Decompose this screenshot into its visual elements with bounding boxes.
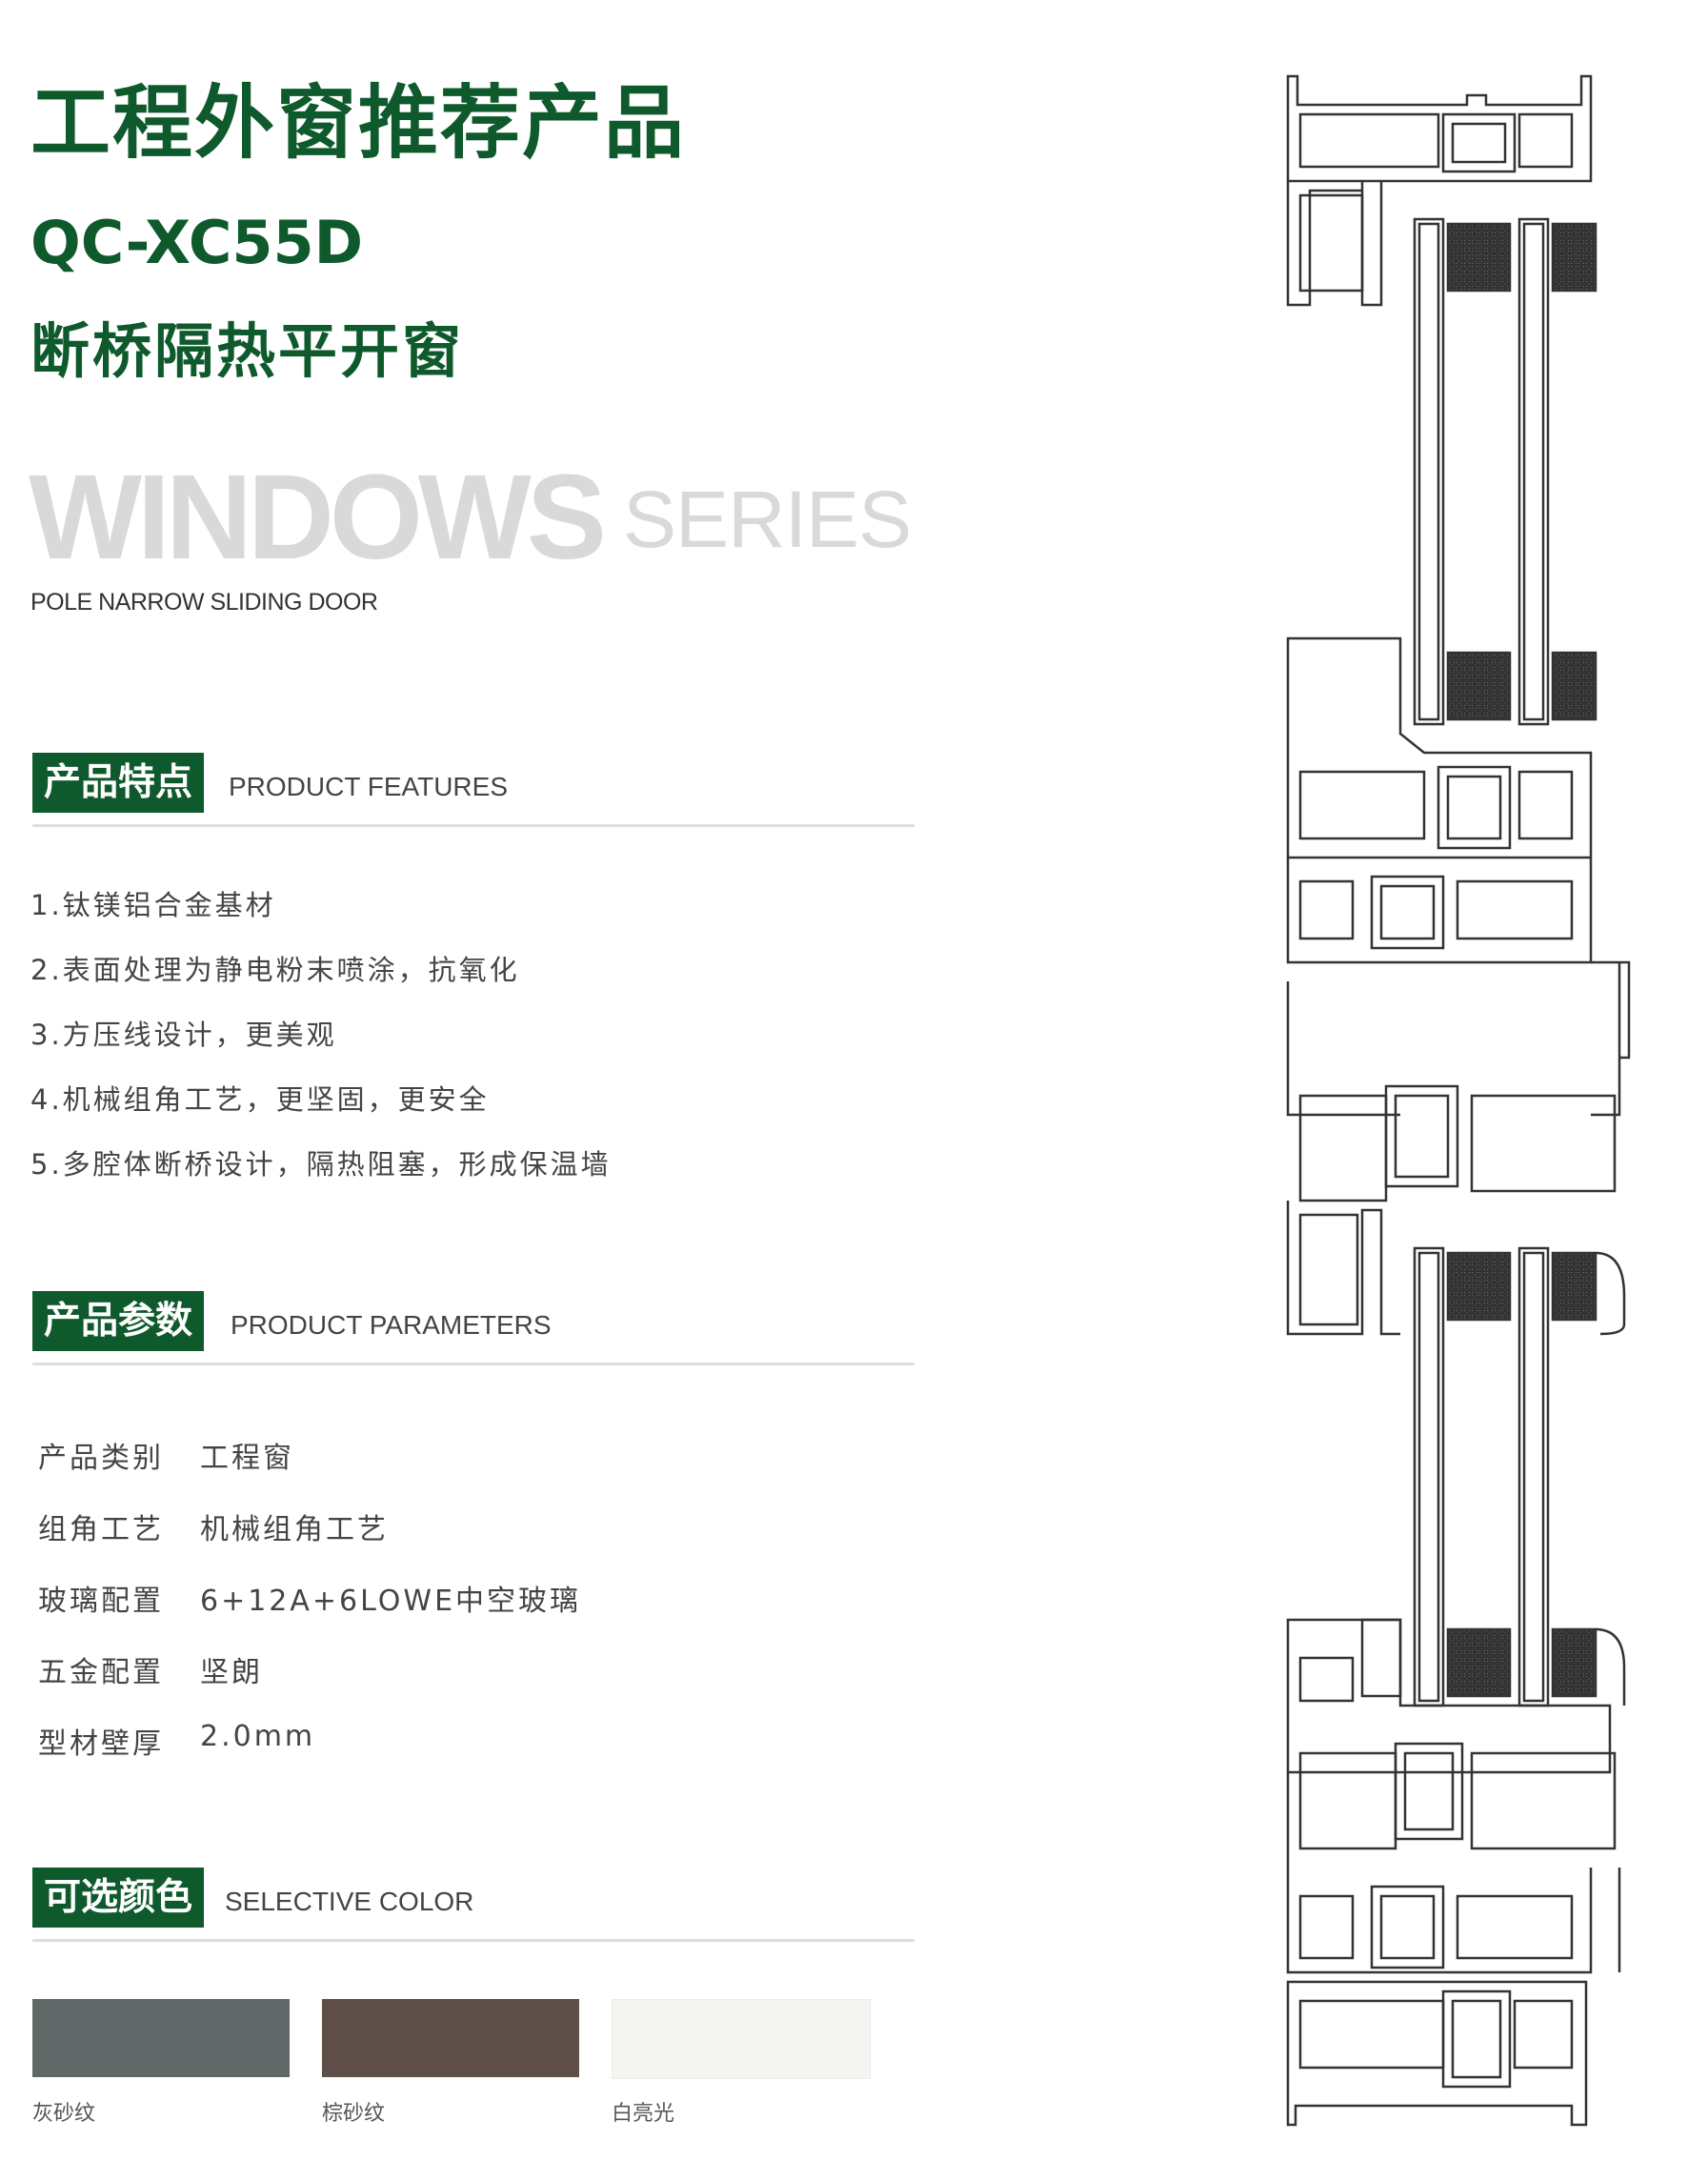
windows-watermark: WINDOWS xyxy=(29,450,607,584)
param-label: 五金配置 xyxy=(38,1656,164,1689)
colors-badge: 可选颜色 xyxy=(32,1868,205,1928)
middle-frame-profile xyxy=(1286,636,1631,1202)
features-divider xyxy=(32,824,914,827)
product-subtitle: 断桥隔热平开窗 xyxy=(30,316,465,386)
param-value: 6+12A+6LOWE中空玻璃 xyxy=(200,1585,582,1618)
parameters-badge: 产品参数 xyxy=(32,1291,205,1351)
param-label: 产品类别 xyxy=(38,1442,164,1475)
color-label: 白亮光 xyxy=(612,2102,675,2126)
color-swatch-white-gloss xyxy=(612,1999,871,2079)
param-value: 工程窗 xyxy=(200,1442,294,1475)
color-label: 灰砂纹 xyxy=(32,2102,96,2126)
top-frame-profile xyxy=(1286,74,1593,307)
param-value: 坚朗 xyxy=(200,1656,263,1689)
features-en-heading: PRODUCT FEATURES xyxy=(229,772,508,801)
page-title: 工程外窗推荐产品 xyxy=(30,76,687,170)
model-number: QC-XC55D xyxy=(30,208,364,277)
feature-item: 4.机械组角工艺，更坚固，更安全 xyxy=(30,1083,490,1116)
lower-sash-profile xyxy=(1286,1201,1400,1336)
lower-glass-unit xyxy=(1413,1246,1626,1707)
param-label: 玻璃配置 xyxy=(38,1585,164,1618)
feature-item: 3.方压线设计，更美观 xyxy=(30,1019,337,1051)
series-watermark: SERIES xyxy=(623,475,912,564)
param-label: 型材壁厚 xyxy=(38,1727,164,1761)
color-label: 棕砂纹 xyxy=(322,2102,386,2126)
feature-item: 5.多腔体断桥设计，隔热阻塞，形成保温墙 xyxy=(30,1148,612,1181)
bottom-frame-profile xyxy=(1286,1618,1621,2127)
banner-tagline: POLE NARROW SLIDING DOOR xyxy=(30,589,378,616)
upper-glass-unit xyxy=(1413,217,1597,726)
features-badge: 产品特点 xyxy=(32,753,205,813)
param-value: 2.0mm xyxy=(200,1720,316,1753)
parameters-en-heading: PRODUCT PARAMETERS xyxy=(231,1310,552,1340)
feature-item: 1.钛镁铝合金基材 xyxy=(30,889,276,921)
color-swatch-brown-sand xyxy=(322,1999,579,2077)
colors-divider xyxy=(32,1939,914,1942)
color-swatch-gray-sand xyxy=(32,1999,290,2077)
param-label: 组角工艺 xyxy=(38,1513,164,1546)
param-value: 机械组角工艺 xyxy=(200,1513,389,1546)
window-profile-cross-section xyxy=(1257,67,1638,2134)
feature-item: 2.表面处理为静电粉末喷涂，抗氧化 xyxy=(30,954,520,986)
parameters-divider xyxy=(32,1363,914,1365)
colors-en-heading: SELECTIVE COLOR xyxy=(225,1887,474,1916)
